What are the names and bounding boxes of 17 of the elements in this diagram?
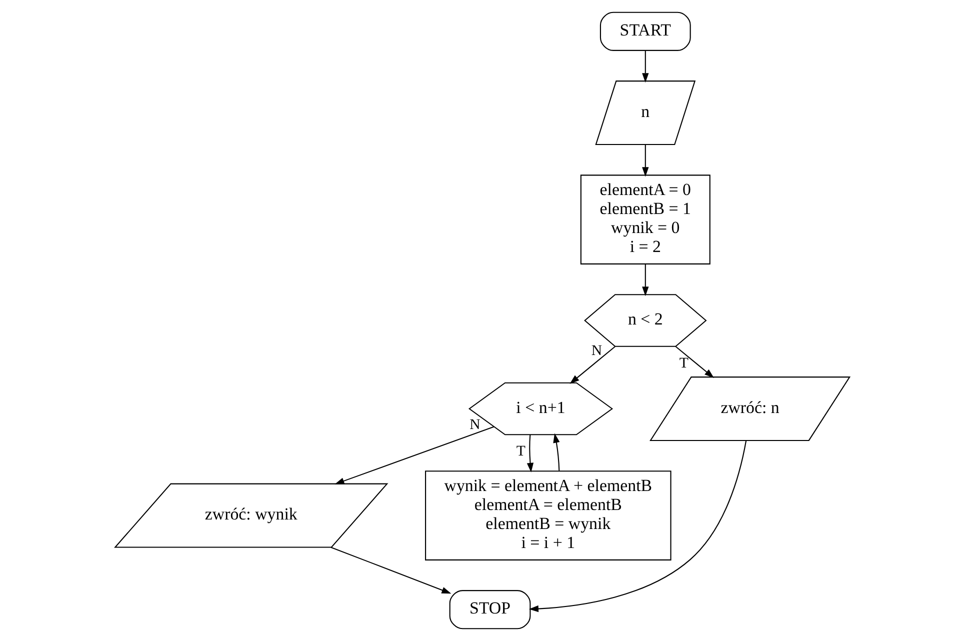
arrow <box>553 433 560 471</box>
node-box: wynik = elementA + elementB elementA = elementB elementB = wynik i = i + 1 <box>425 470 672 560</box>
edge-label: N <box>470 416 480 433</box>
arrow <box>642 50 649 83</box>
arrow <box>570 346 616 384</box>
node-box: STOP <box>449 590 531 630</box>
arrow <box>675 346 714 378</box>
arrow <box>526 434 534 472</box>
node-box: elementA = 0 elementB = 1 wynik = 0 i = 2 <box>580 174 710 264</box>
arrow <box>642 264 649 296</box>
arrow <box>330 546 452 594</box>
edge-label: T <box>679 356 688 372</box>
arrow <box>642 144 649 177</box>
edge-label: T <box>516 443 526 460</box>
arrow <box>528 440 747 612</box>
node-box: START <box>600 12 691 51</box>
arrow <box>334 426 494 484</box>
